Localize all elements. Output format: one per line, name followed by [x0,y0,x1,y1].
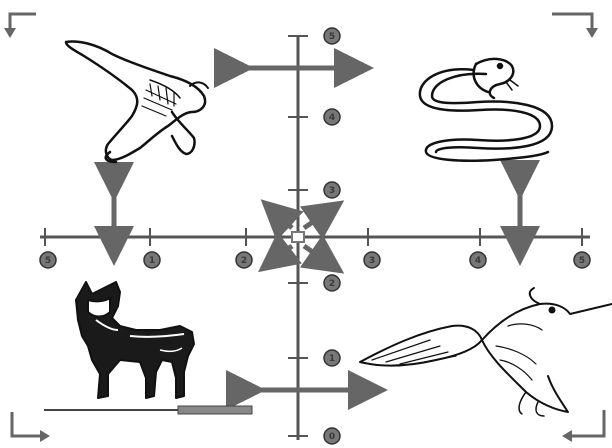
marker-h-1: 1 [144,252,160,268]
marker-v-bottom-1: 1 [324,350,340,366]
corner-bracket-bottom-right [562,410,604,442]
marker-label: 1 [149,256,155,266]
marker-label: 5 [329,32,335,42]
marker-label: 5 [579,256,585,266]
marker-label: 2 [241,256,247,266]
marker-label: 4 [329,113,335,123]
marker-h-5: 5 [574,252,590,268]
marker-label: 0 [329,432,335,442]
corner-bracket-top-left [4,14,36,38]
alligator-drawing [66,42,208,163]
corner-bracket-top-right [552,14,598,38]
center-box [292,232,304,242]
corner-bracket-bottom-left [12,412,50,442]
snake-drawing [420,59,552,161]
marker-v-bottom-2: 0 [324,428,340,444]
marker-h-2: 2 [236,252,252,268]
marker-v-bottom-0: 2 [324,275,340,291]
marker-label: 2 [329,279,335,289]
dog-drawing [44,282,252,414]
hummingbird-drawing [360,288,612,416]
marker-label: 4 [475,256,481,266]
marker-v-top-0: 5 [324,28,340,44]
marker-label: 3 [369,256,375,266]
marker-h-4: 4 [470,252,486,268]
marker-label: 5 [45,256,51,266]
marker-label: 1 [329,354,335,364]
marker-v-top-2: 3 [324,182,340,198]
marker-h-3: 3 [364,252,380,268]
marker-label: 3 [329,186,335,196]
marker-v-top-1: 4 [324,109,340,125]
marker-h-0: 5 [40,252,56,268]
